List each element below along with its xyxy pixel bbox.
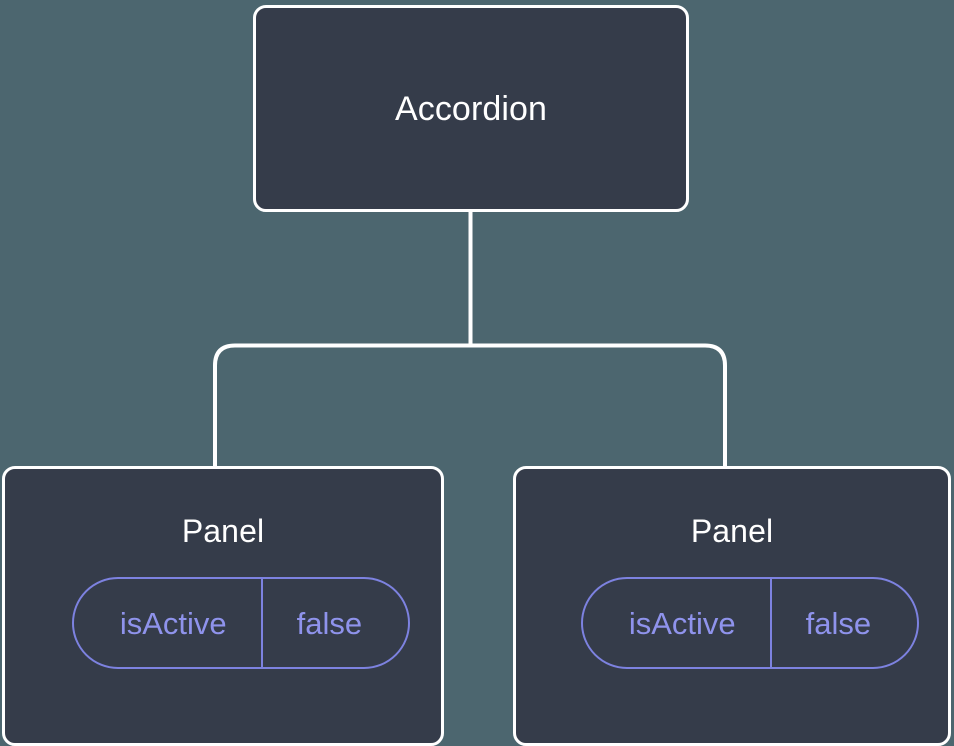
prop-key: isActive [628, 605, 736, 641]
connector-branch-right [470, 343, 727, 470]
node-panel-2-title: Panel [690, 513, 774, 549]
prop-key: isActive [119, 605, 227, 641]
prop-value: false [769, 579, 917, 667]
node-panel-1[interactable]: Panel isActive false [2, 466, 444, 746]
prop-value: false [260, 579, 408, 667]
node-accordion-title: Accordion [394, 89, 548, 128]
node-panel-1-prop-isactive[interactable]: isActive false [71, 577, 411, 669]
node-panel-2[interactable]: Panel isActive false [513, 466, 951, 746]
node-panel-1-title: Panel [181, 513, 265, 549]
node-panel-2-prop-isactive[interactable]: isActive false [580, 577, 920, 669]
connector-branch-left [213, 343, 471, 470]
node-accordion[interactable]: Accordion [253, 5, 689, 212]
